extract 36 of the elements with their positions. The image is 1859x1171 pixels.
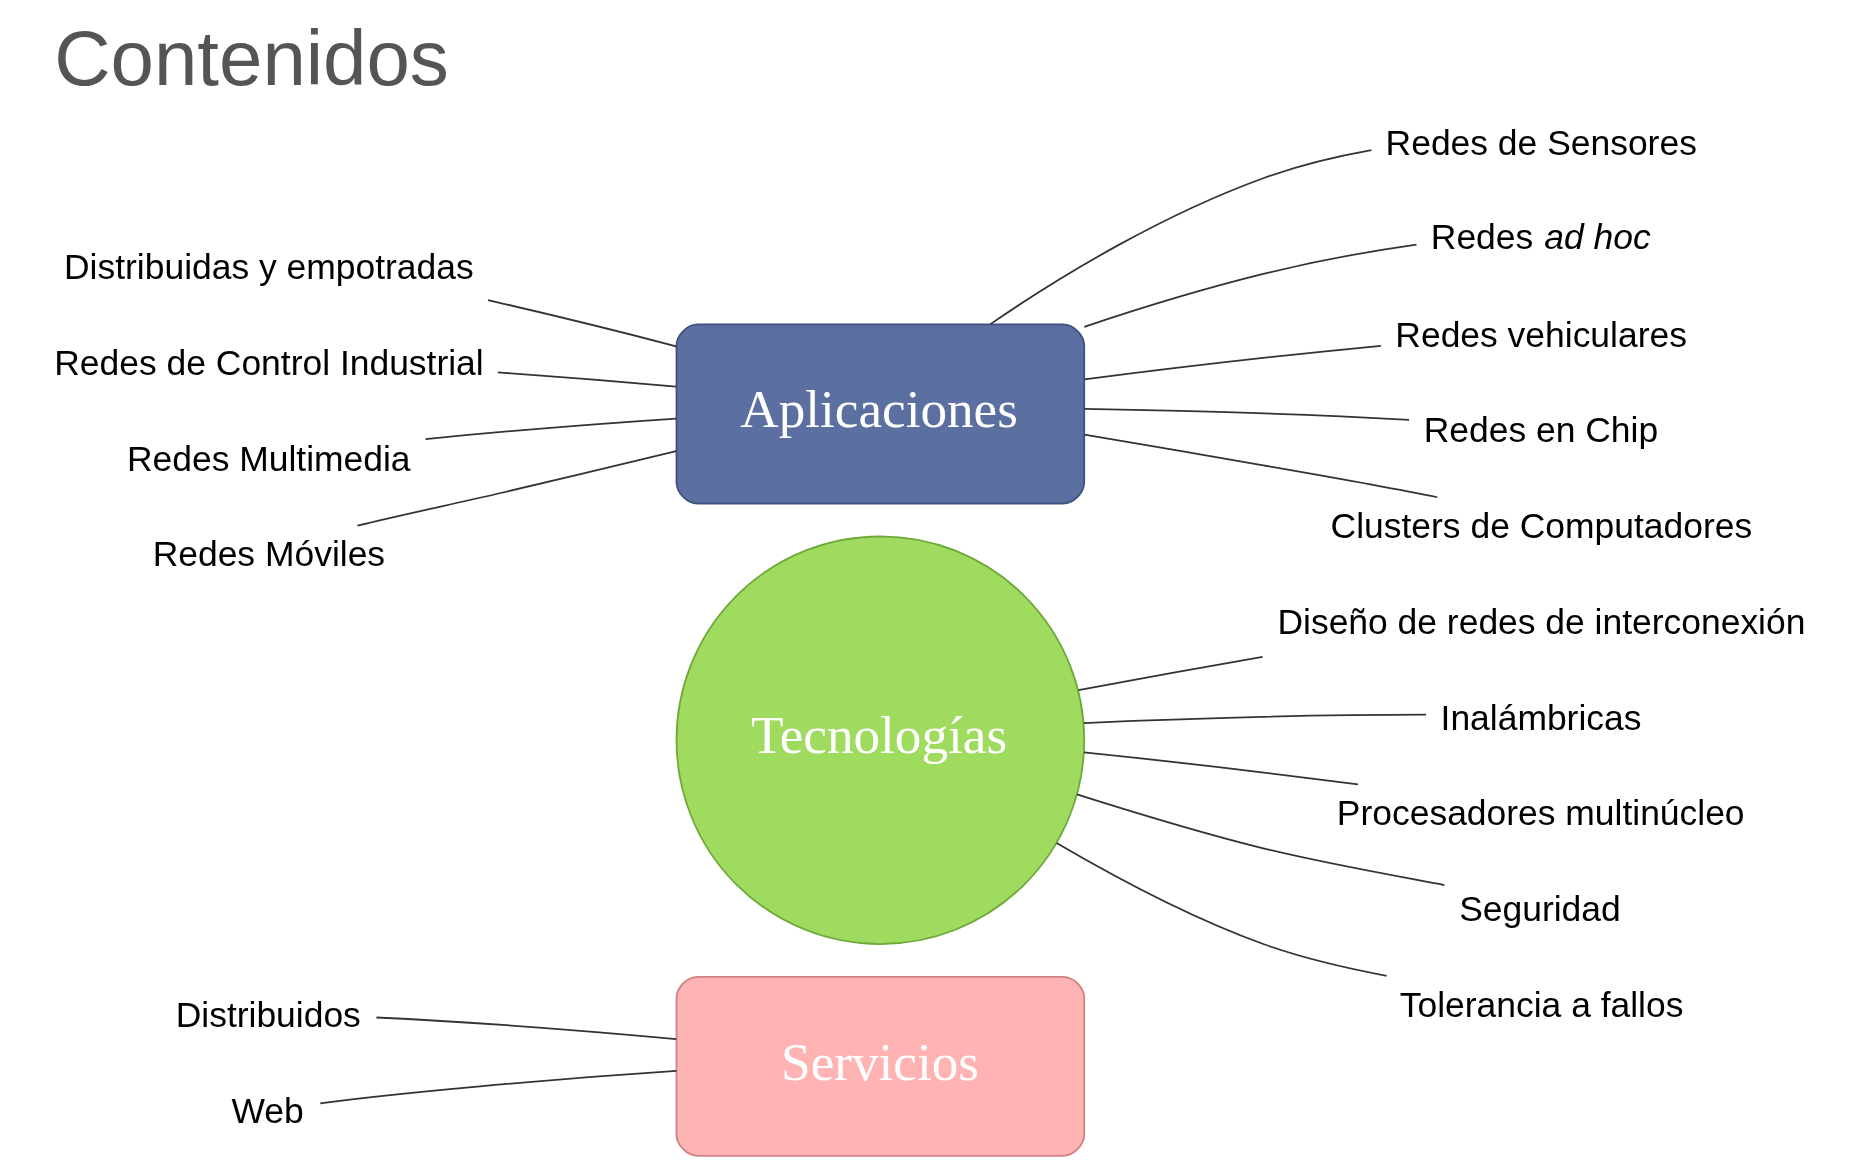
- node-box: Servicios: [675, 975, 1085, 1157]
- node-text: Inalámbricas: [1440, 697, 1641, 738]
- node-circle: Tecnologías: [675, 535, 1085, 945]
- node-text: Diseño de redes de interconexión: [1276, 601, 1805, 642]
- node-text: Redes Multimedia: [126, 438, 411, 479]
- connector: [1083, 407, 1410, 421]
- connector: [1083, 433, 1438, 499]
- connector: [1082, 751, 1359, 786]
- node-text: Clusters de Computadores: [1330, 506, 1752, 547]
- node-box: Aplicaciones: [675, 323, 1085, 505]
- node-text: Redes vehiculares: [1394, 314, 1687, 355]
- connector: [1075, 793, 1445, 886]
- connector: [486, 299, 677, 348]
- connector: [356, 450, 677, 527]
- node-text: Redes en Chip: [1423, 410, 1658, 451]
- connector: [496, 371, 677, 388]
- connector: [1082, 243, 1417, 328]
- node-text: Redes Móviles: [152, 534, 385, 575]
- connector: [1083, 344, 1382, 381]
- connector: [1077, 656, 1263, 691]
- node-text: Web: [231, 1091, 304, 1132]
- node-text: Seguridad: [1458, 888, 1621, 929]
- connector: [1055, 842, 1387, 977]
- connector: [375, 1016, 677, 1040]
- connector: [424, 417, 677, 440]
- node-text: Redes de Sensores: [1385, 123, 1697, 164]
- node-text: Procesadores multinúcleo: [1336, 793, 1745, 834]
- connector: [1082, 713, 1427, 724]
- diagram-title: Contenidos: [53, 13, 449, 102]
- connector: [989, 149, 1372, 325]
- node-text: Distribuidas y empotradas: [63, 247, 474, 288]
- node-text: Redes ad hoc: [1430, 217, 1651, 258]
- node-text: Redes de Control Industrial: [53, 342, 484, 383]
- node-text: Distribuidos: [175, 995, 361, 1036]
- connector: [318, 1070, 677, 1105]
- node-text: Tolerancia a fallos: [1399, 984, 1683, 1025]
